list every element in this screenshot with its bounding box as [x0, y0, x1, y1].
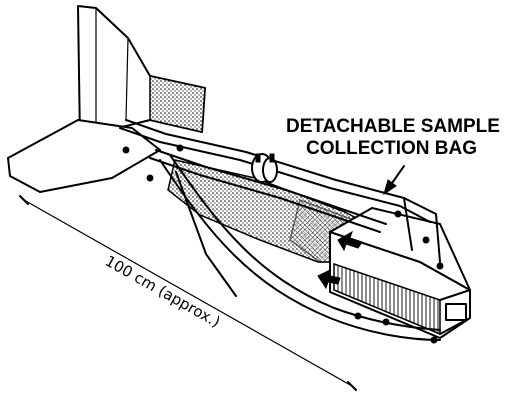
- horizontal-tail-fin: [7, 119, 161, 193]
- tube-clamp: [251, 153, 278, 183]
- dimension-line: [19, 195, 357, 391]
- frame-tubes: [119, 119, 441, 341]
- sampler-mouth-box: [329, 207, 471, 339]
- dimension-label: 100 cm (approx.): [102, 252, 223, 331]
- internal-arrows: [317, 230, 363, 290]
- vertical-tail-fin: [77, 5, 206, 141]
- callout-leader-arrow: [383, 165, 405, 196]
- callout-label-line1: DETACHABLE SAMPLE: [286, 116, 500, 137]
- fastener-bolts: [122, 144, 444, 344]
- callout-label-line2: COLLECTION BAG: [306, 138, 477, 159]
